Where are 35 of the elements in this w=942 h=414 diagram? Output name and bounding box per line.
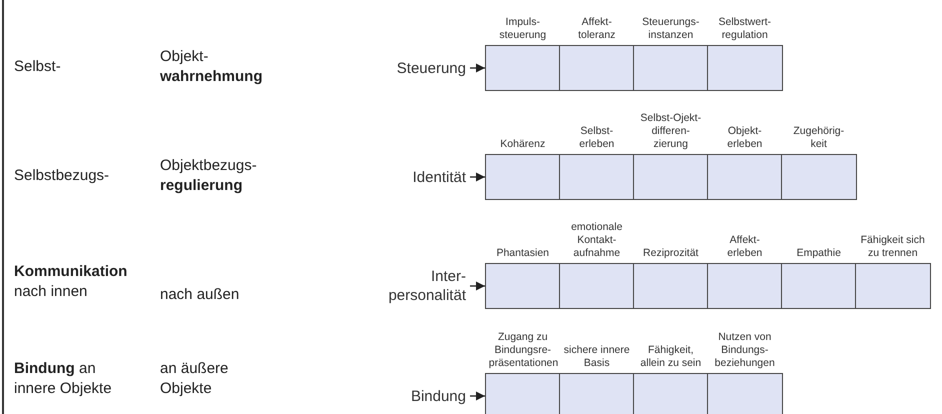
column-heading: Zugehörig- keit [792, 125, 846, 151]
column-heading: Objekt- erleben [726, 125, 764, 151]
arrow [470, 172, 485, 182]
column-heading: Reziprozität [642, 247, 700, 260]
arrow [470, 63, 485, 73]
column-heading: Zugang zu Bindungsre- präsentationen [488, 331, 557, 370]
side-label: nach außen [160, 285, 240, 305]
side-label: Objektbezugs- regulierung [160, 156, 258, 196]
column-heading: emotionale Kontakt- aufnahme [570, 221, 624, 260]
column-heading: Steuerungs- instanzen [641, 16, 700, 42]
column-heading: sichere innere Basis [562, 344, 631, 370]
column-heading: Selbst- erleben [578, 125, 616, 151]
row-label: Inter- personalität [374, 267, 466, 305]
side-label: Selbstbezugs- [14, 166, 110, 186]
column-heading: Selbstwert- regulation [717, 16, 772, 42]
arrow [470, 391, 485, 401]
column-heading: Affekt- toleranz [577, 16, 616, 42]
arrow [470, 281, 485, 291]
side-label: Bindung an innere Objekte [14, 359, 113, 399]
column-heading: Impuls- steuerung [498, 16, 548, 42]
row-label: Bindung [410, 386, 466, 406]
column-heading: Affekt- erleben [726, 234, 764, 260]
column-heading: Nutzen von Bindungs- beziehungen [714, 331, 776, 370]
side-label: an äußere Objekte [160, 359, 230, 399]
column-heading: Kohärenz [499, 138, 546, 151]
column-heading: Phantasien [495, 247, 550, 260]
row-label: Identität [412, 168, 466, 186]
side-label: Selbst- [14, 57, 62, 77]
column-heading: Fähigkeit sich zu trennen [860, 234, 926, 260]
column-heading: Selbst-Ojekt- differen- zierung [639, 112, 702, 151]
column-heading: Empathie [796, 247, 842, 260]
side-label: Objekt- wahrnehmung [160, 47, 264, 87]
row-label: Steuerung [396, 58, 466, 78]
column-heading: Fähigkeit, allein zu sein [639, 344, 702, 370]
side-label: Kommunikation nach innen [14, 262, 128, 302]
